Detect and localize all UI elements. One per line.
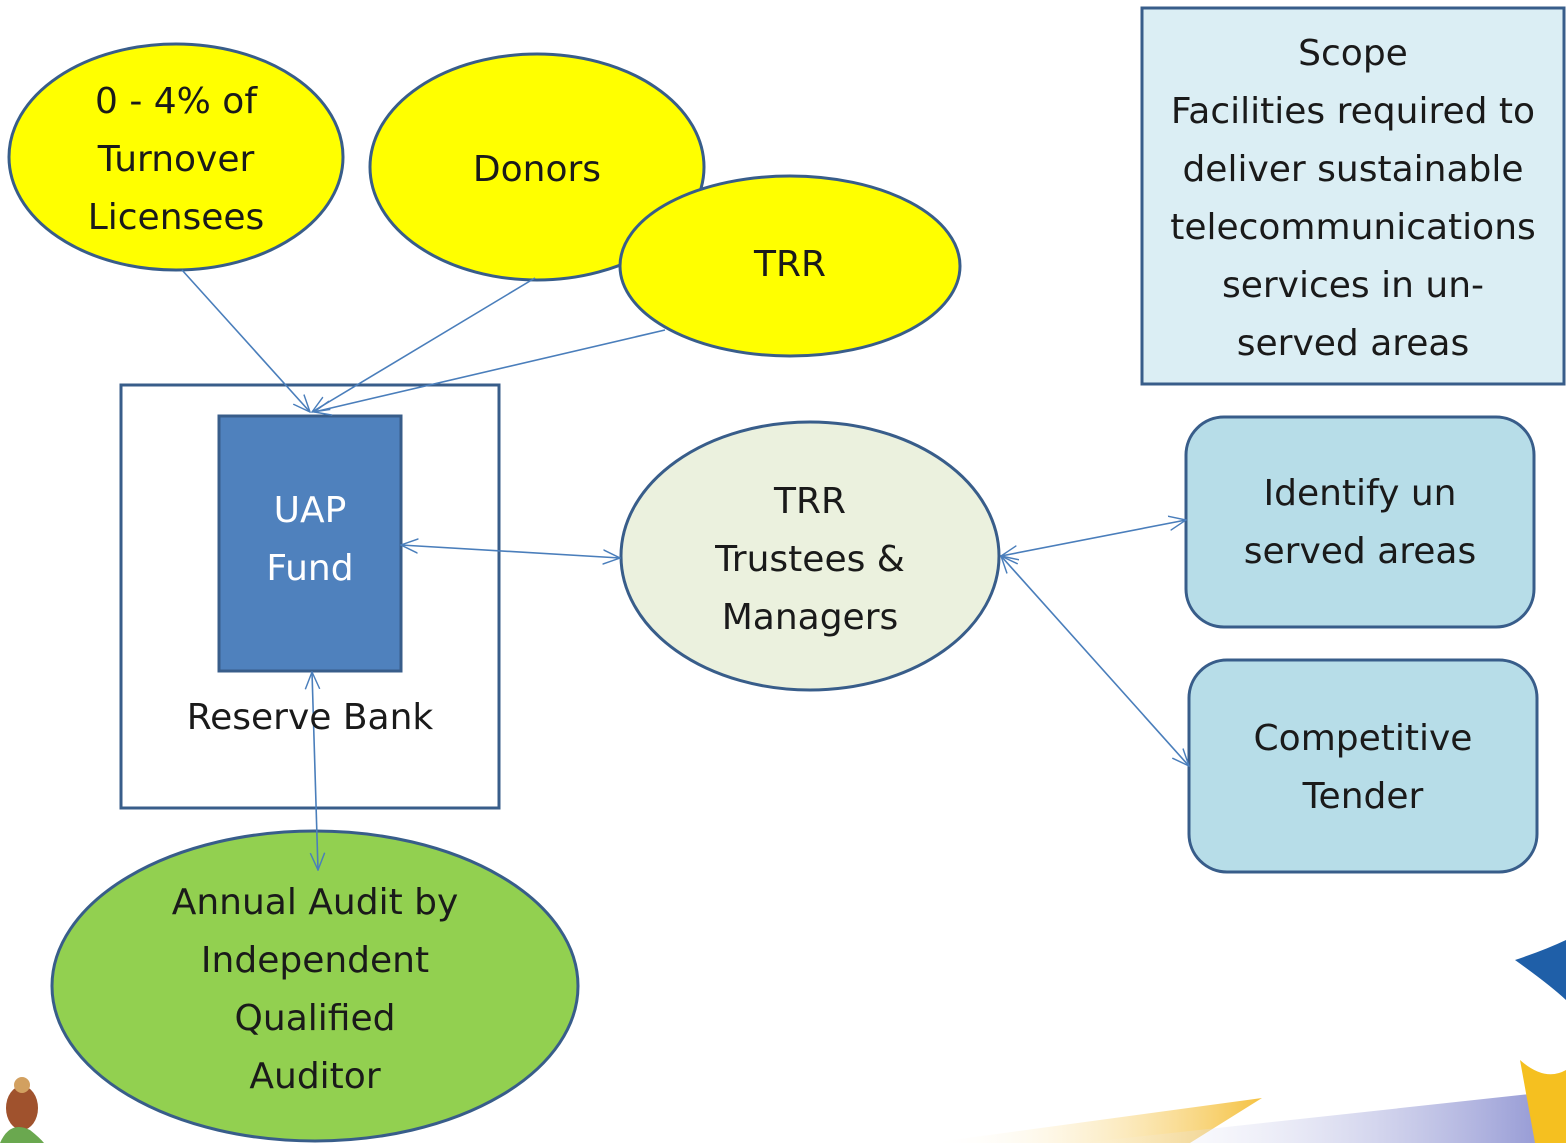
arrow-fund-trustees — [401, 545, 620, 558]
arrow-fund-audit — [312, 672, 318, 870]
arrow-trustees-tender — [1001, 556, 1189, 766]
arrow-turnover-to-fund — [181, 269, 310, 412]
arrow-donors-to-fund — [312, 277, 536, 412]
crest-logo — [0, 1077, 44, 1143]
donors-ellipse — [368, 52, 706, 282]
arrow-trustees-identify — [1001, 520, 1186, 556]
tender-label: Competitive Tender — [1253, 717, 1473, 817]
scope-box — [1140, 6, 1566, 386]
trr-trustees-label: TRR Trustees & Managers — [715, 481, 905, 638]
uap-fund-box — [217, 414, 403, 673]
trr-source-ellipse — [618, 174, 962, 358]
arrow-trr-to-fund — [314, 329, 666, 412]
turnover-ellipse — [7, 42, 345, 272]
uap-fund-label: UAP Fund — [266, 490, 354, 589]
identify-label: Identify un served areas — [1243, 472, 1477, 572]
audit-label: Annual Audit by Independent Qualified Au… — [171, 882, 459, 1097]
trr-source-label: TRR — [753, 244, 827, 285]
donors-label: Donors — [472, 149, 602, 190]
scope-label: Scope Facilities required to deliver sus… — [1170, 33, 1536, 364]
turnover-label: 0 - 4% of Turnover Licensees — [87, 81, 265, 238]
swoosh-graphic — [930, 940, 1566, 1143]
reserve-bank-label: Reserve Bank — [186, 697, 434, 738]
